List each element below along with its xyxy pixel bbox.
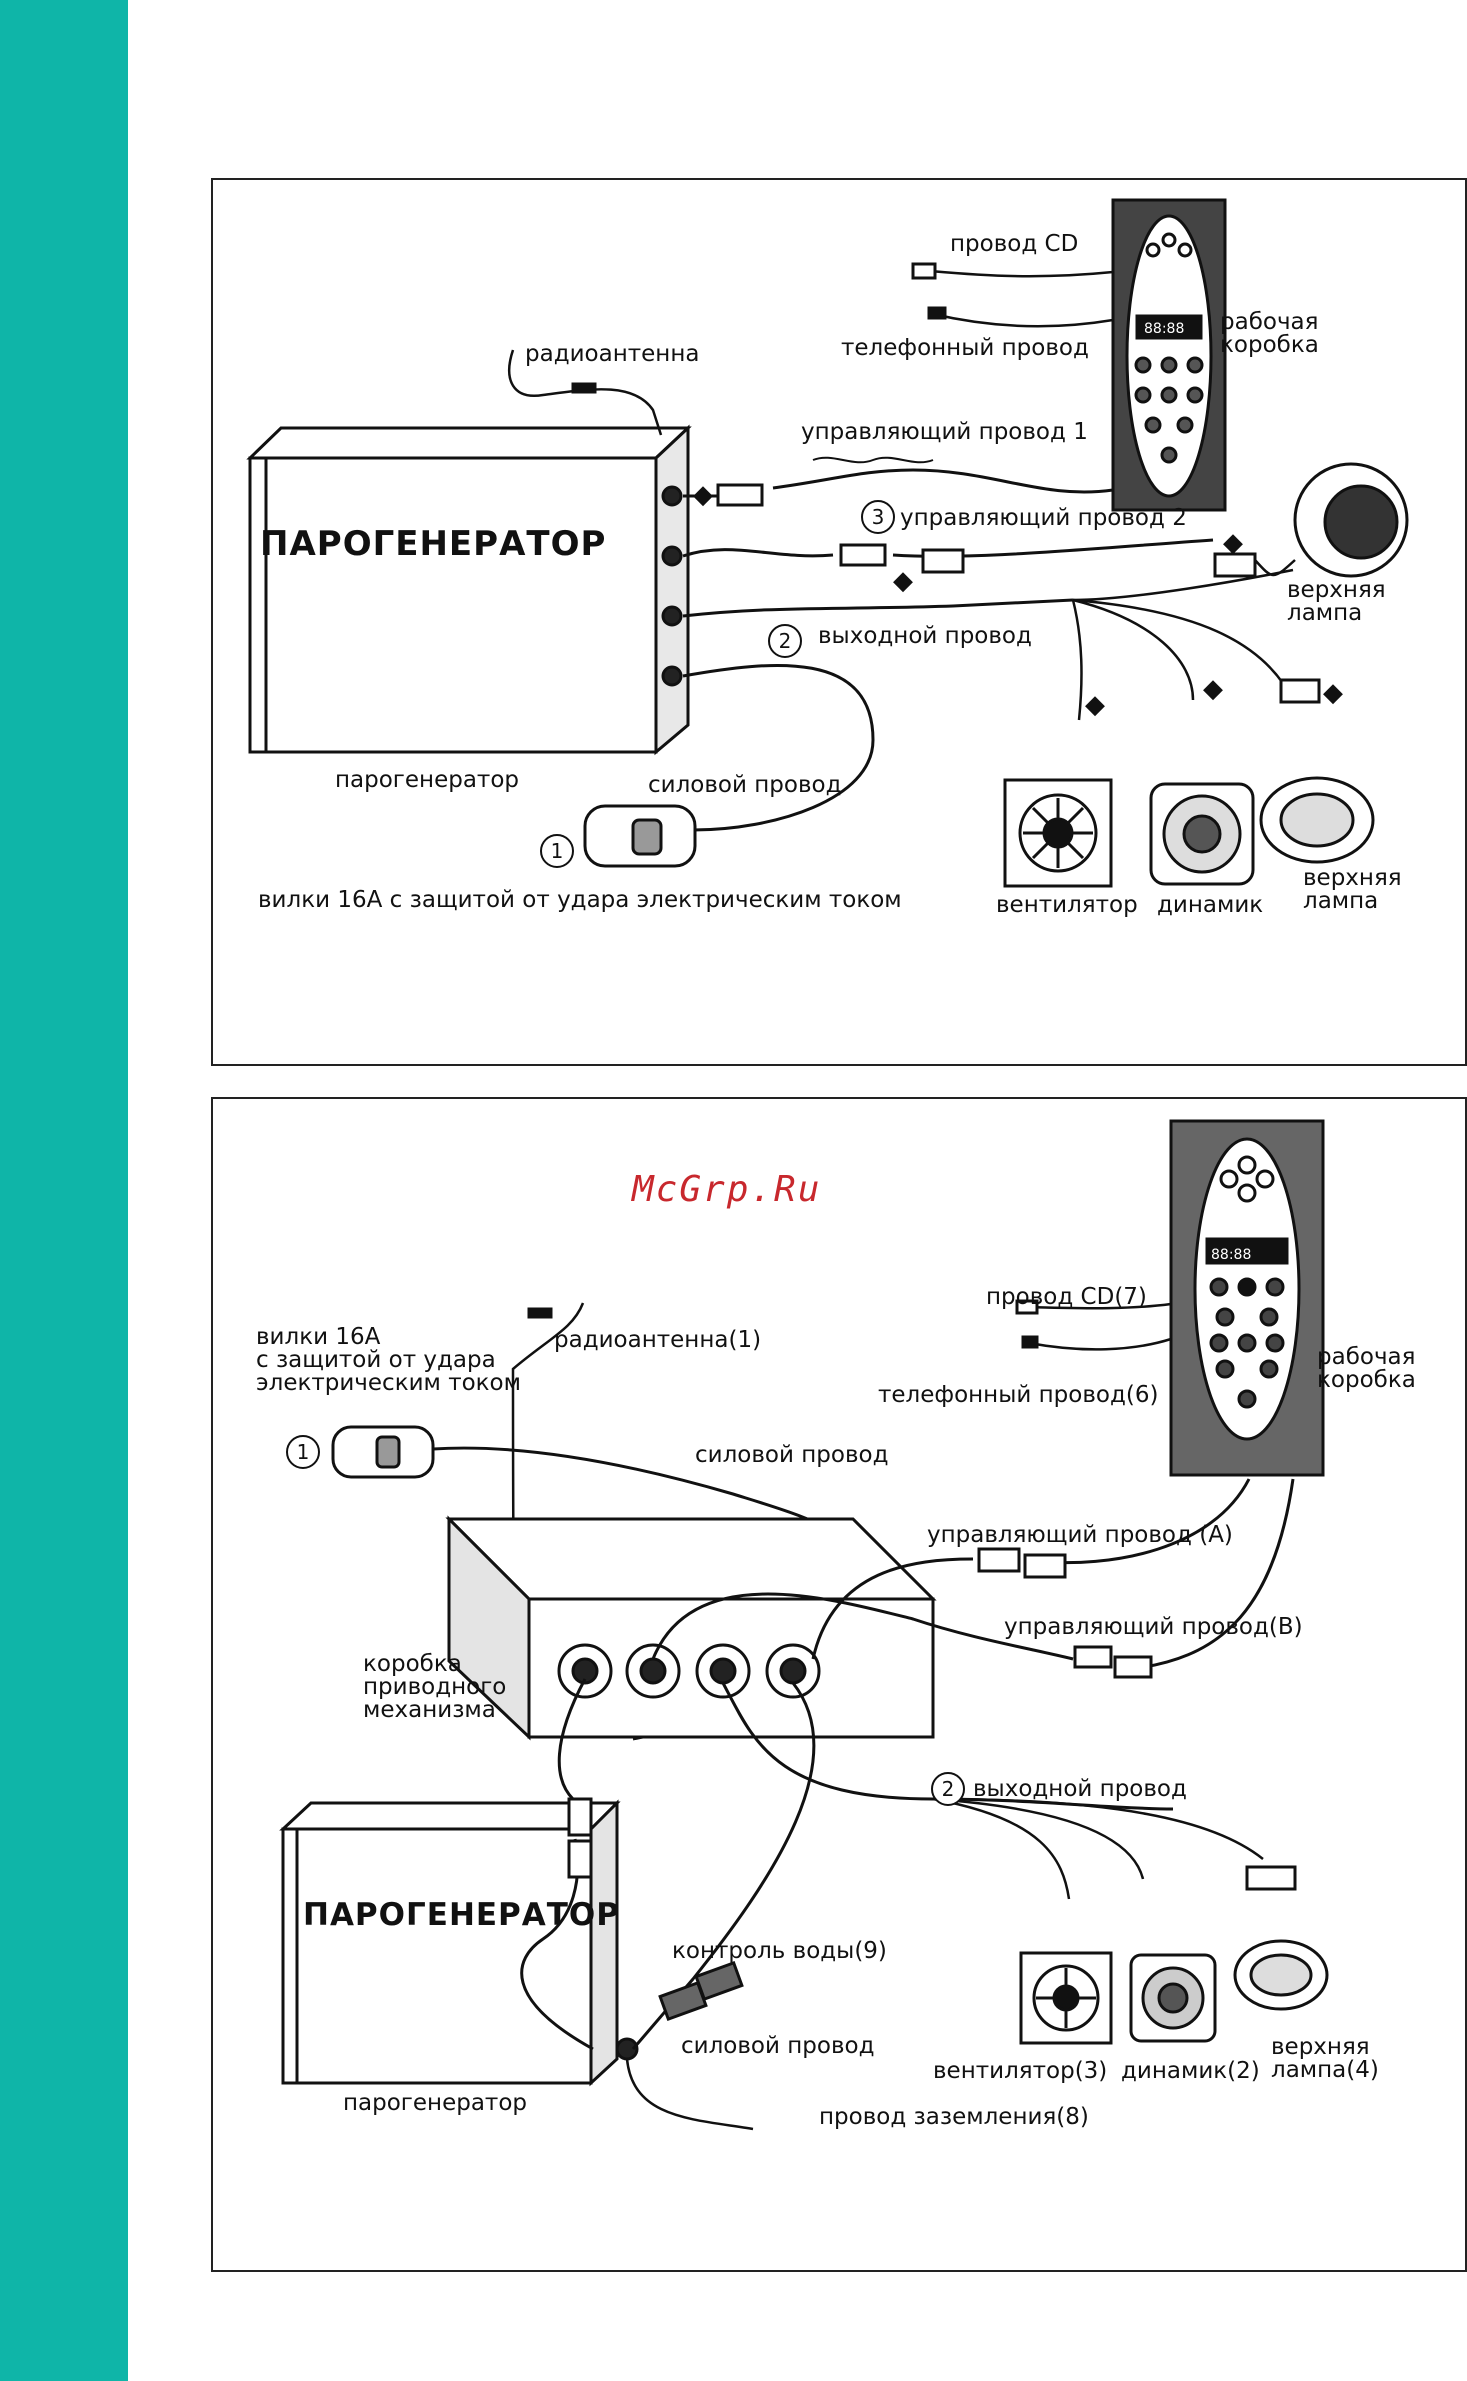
side-accent-stripe	[0, 0, 128, 2381]
watermark: McGrp.Ru	[632, 1169, 822, 1210]
work-box-display-1: 88:88	[1144, 321, 1185, 337]
control-wire-a-label: управляющий провод (A)	[927, 1522, 1233, 1548]
fan-1	[1003, 778, 1113, 888]
control-wire-b	[651, 1478, 1295, 1671]
connector-diamond-1: ◆	[693, 480, 713, 510]
power-wire-2-bottom-label: силовой провод	[681, 2033, 875, 2059]
power-wire-label: силовой провод	[648, 772, 842, 798]
power-wire-1	[682, 663, 875, 832]
work-box-2	[1169, 1119, 1325, 1477]
marker-1: 1	[540, 834, 574, 868]
radio-antenna-label: радиоантенна	[525, 341, 700, 367]
output-wire-2	[721, 1682, 1174, 1811]
work-box-2-label-1: рабочая	[1317, 1344, 1416, 1370]
wiring-diagram-1: ПАРОГЕНЕРАТОР парогенератор радиоантенна…	[211, 178, 1467, 1066]
fan-2	[1019, 1951, 1113, 2045]
control-wire-b-label: управляющий провод(B)	[1004, 1614, 1303, 1640]
plug-2	[331, 1425, 435, 1479]
power-wire-2-top-label: силовой провод	[695, 1442, 889, 1468]
plug-2-label-3: электрическим током	[256, 1370, 521, 1396]
top-lamp-1	[1254, 462, 1409, 578]
connector-diamond-3: ◆	[1223, 528, 1243, 558]
top-lamp-3	[1233, 1939, 1329, 2011]
top-lamp-b-label-2: лампа	[1303, 888, 1379, 914]
work-box-label-2: коробка	[1220, 332, 1319, 358]
top-lamp-2-label-2: лампа(4)	[1271, 2057, 1379, 2083]
output-wire-1	[682, 598, 1074, 618]
ground-wire	[625, 2058, 754, 2131]
fan-2-label: вентилятор(3)	[933, 2058, 1108, 2084]
drive-box-label-1: коробка	[363, 1651, 462, 1677]
speaker-2-label: динамик(2)	[1121, 2058, 1260, 2084]
drive-box	[445, 1515, 937, 1741]
work-box-1	[1111, 198, 1227, 512]
steam-generator-2	[279, 1799, 639, 2087]
steam-generator-title: ПАРОГЕНЕРАТОР	[260, 524, 607, 564]
phone-wire-2-label: телефонный провод(6)	[878, 1382, 1159, 1408]
marker-3: 3	[861, 500, 895, 534]
work-box-label-1: рабочая	[1220, 309, 1319, 335]
marker-2: 2	[768, 624, 802, 658]
top-lamp-2	[1259, 776, 1375, 864]
diagram-1-drawing	[246, 198, 1409, 888]
phone-wire	[932, 312, 1114, 328]
radio-antenna-wire	[508, 349, 663, 436]
marker-1-b: 1	[286, 1435, 320, 1469]
speaker-label: динамик	[1157, 892, 1264, 918]
top-lamp-a-label-1: верхняя	[1287, 577, 1386, 603]
diagram-2-drawing	[279, 1119, 1329, 2131]
cd-wire-label: провод CD	[950, 231, 1079, 257]
connector-diamond-4: ◆	[1085, 690, 1105, 720]
steam-generator-label: парогенератор	[335, 767, 519, 793]
steam-generator-2-title: ПАРОГЕНЕРАТОР	[303, 1897, 620, 1933]
power-wire-2-bottom	[631, 1682, 816, 2050]
top-lamp-a-label-2: лампа	[1287, 600, 1363, 626]
connector-diamond-5: ◆	[1203, 674, 1223, 704]
drive-box-label-2: приводного	[363, 1674, 507, 1700]
drive-box-label-3: механизма	[363, 1697, 496, 1723]
wiring-diagram-2: McGrp.Ru провод CD(7) телефонный провод(…	[211, 1097, 1467, 2272]
connector-diamond-2: ◆	[893, 566, 913, 596]
water-control-label: контроль воды(9)	[672, 1938, 887, 1964]
water-control-wire	[520, 1678, 594, 2051]
plug-2-label-2: с защитой от удара	[256, 1347, 496, 1373]
control-wire-1-label: управляющий провод 1	[801, 419, 1088, 445]
cd-wire	[918, 268, 1114, 278]
connector-diamond-6: ◆	[1323, 678, 1343, 708]
work-box-display-2: 88:88	[1211, 1247, 1252, 1263]
speaker-1	[1149, 782, 1255, 886]
cd-wire-2	[1024, 1302, 1172, 1310]
cd-wire-2-label: провод CD(7)	[986, 1284, 1147, 1310]
fan-label: вентилятор	[996, 892, 1138, 918]
plug-label: вилки 16А с защитой от удара электрическ…	[258, 887, 902, 913]
steam-generator-1	[246, 424, 692, 756]
marker-2-b: 2	[931, 1772, 965, 1806]
output-wire-label: выходной провод	[818, 623, 1032, 649]
plug-1	[583, 804, 697, 868]
plug-2-label-1: вилки 16А	[256, 1324, 381, 1350]
output-wire-2-label: выходной провод	[973, 1776, 1187, 1802]
control-wire-2-label: управляющий провод 2	[900, 505, 1187, 531]
phone-wire-label: телефонный провод	[841, 335, 1089, 361]
work-box-2-label-2: коробка	[1317, 1367, 1416, 1393]
ground-wire-label: провод заземления(8)	[819, 2104, 1089, 2130]
top-lamp-2-label-1: верхняя	[1271, 2034, 1370, 2060]
phone-wire-2	[1028, 1337, 1172, 1351]
radio-antenna-2-label: радиоантенна(1)	[554, 1327, 762, 1353]
top-lamp-b-label-1: верхняя	[1303, 865, 1402, 891]
speaker-2	[1129, 1953, 1217, 2043]
steam-generator-2-label: парогенератор	[343, 2090, 527, 2116]
